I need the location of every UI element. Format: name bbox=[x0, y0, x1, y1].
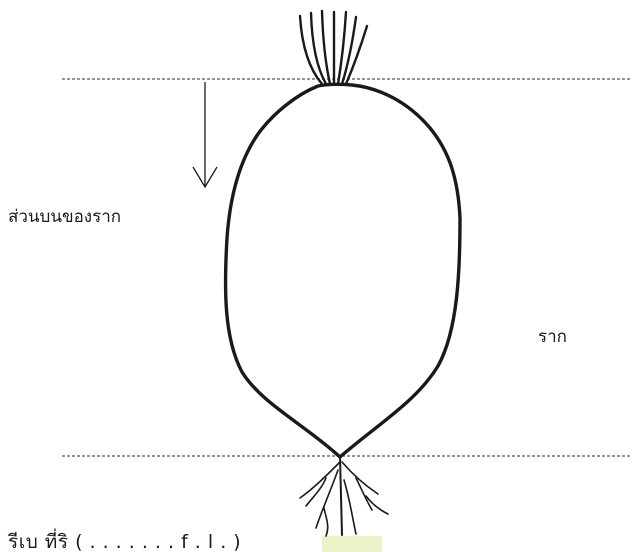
upper-root-label: ส่วนบนของราก bbox=[8, 209, 121, 226]
storage-root-body bbox=[226, 84, 460, 457]
bottom-caption-partial: รีเบ ที่ริ ( . . . . . . . f . l . ) bbox=[8, 533, 241, 552]
caption-highlight bbox=[322, 536, 382, 552]
root-hairs-icon bbox=[300, 457, 388, 536]
root-label: ราก bbox=[538, 329, 567, 346]
stem-bundle-icon bbox=[300, 11, 367, 84]
